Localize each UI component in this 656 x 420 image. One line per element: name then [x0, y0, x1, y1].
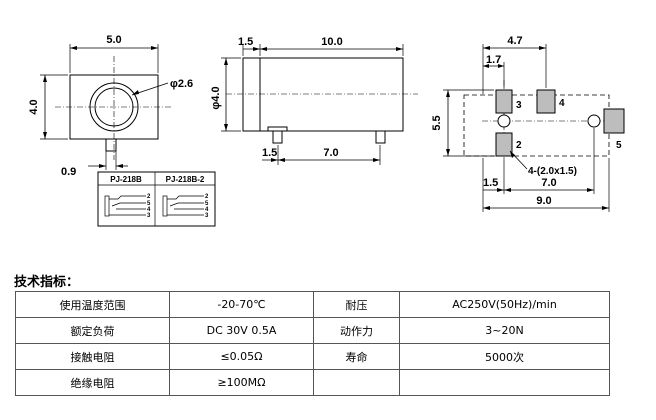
spec-title: 技术指标：: [14, 275, 80, 290]
schematic-1-pin-3: 3: [147, 213, 151, 219]
front-pin-dim: 0.9: [61, 166, 76, 178]
front-height-dim: 4.0: [28, 99, 40, 114]
pcb-dim-1-5: 1.5: [483, 177, 498, 189]
pcb-pad-note: 4-(2.0x1.5): [528, 166, 577, 177]
spec-label: 接触电阻: [15, 343, 170, 370]
pcb-pad-5: [603, 108, 625, 134]
schematic-1-pin-5: 5: [147, 201, 151, 207]
front-view-pin: [105, 138, 117, 152]
spec-value: ≤0.05Ω: [169, 343, 314, 370]
table-row: 绝缘电阻 ≥100MΩ: [15, 369, 610, 396]
schematic-title-2: PJ-218B-2: [166, 175, 205, 184]
schematic-2-pin-3: 3: [205, 213, 209, 219]
schematic-1-pin-2: 2: [147, 194, 151, 200]
side-view-pin-1-base: [267, 126, 288, 132]
spec-label: 使用温度范围: [15, 291, 170, 318]
side-view-body: [259, 57, 404, 132]
pcb-hole-2: [587, 114, 601, 128]
pcb-dim-4-7: 4.7: [507, 35, 522, 47]
side-dia-dim: φ4.0: [210, 86, 222, 109]
pcb-pad-3: [495, 89, 513, 114]
pcb-view: 3 4 2 5 4.7 1.7 5.5 4-(2.0x1.5): [431, 35, 625, 212]
pcb-pad-2: [495, 132, 513, 157]
front-view: 5.0 4.0 φ2.6 0.9: [28, 34, 193, 178]
spec-value: ≥100MΩ: [169, 369, 314, 396]
spec-table: 使用温度范围 -20-70℃ 耐压 AC250V(50Hz)/min 额定负荷 …: [15, 291, 610, 396]
side-head-dim: 1.5: [238, 36, 253, 48]
table-row: 接触电阻 ≤0.05Ω 寿命 5000次: [15, 343, 610, 370]
schematic-2-pin-5: 5: [205, 201, 209, 207]
front-width-dim: 5.0: [106, 34, 121, 46]
spec-value: -20-70℃: [169, 291, 314, 318]
side-view-pin-1: [272, 130, 283, 144]
spec-label: 寿命: [313, 343, 400, 370]
pcb-dim-1-7: 1.7: [486, 54, 501, 66]
spec-value: [399, 369, 610, 396]
spec-value: AC250V(50Hz)/min: [399, 291, 610, 318]
schematic-frame: [97, 171, 216, 227]
table-row: 使用温度范围 -20-70℃ 耐压 AC250V(50Hz)/min: [15, 291, 610, 318]
spec-label: 动作力: [313, 317, 400, 344]
schematic-box: PJ-218B PJ-218B-2 2 5 4 3 2 5 4 3: [97, 171, 216, 227]
pcb-pad-label-5: 5: [616, 140, 622, 151]
pcb-pad-label-2: 2: [516, 140, 522, 151]
technical-drawing: 5.0 4.0 φ2.6 0.9 1.: [28, 34, 625, 227]
spec-value: DC 30V 0.5A: [169, 317, 314, 344]
side-view-head: [242, 57, 261, 132]
spec-label: 耐压: [313, 291, 400, 318]
spec-value: 3~20N: [399, 317, 610, 344]
schematic-1-pin-4: 4: [147, 207, 151, 213]
side-pin-offset-dim: 1.5: [262, 147, 277, 159]
table-row: 额定负荷 DC 30V 0.5A 动作力 3~20N: [15, 317, 610, 344]
schematic-2-pin-2: 2: [205, 194, 209, 200]
spec-label: 额定负荷: [15, 317, 170, 344]
side-length-dim: 10.0: [321, 36, 342, 48]
spec-label: [313, 369, 400, 396]
front-hole-dim: φ2.6: [170, 78, 193, 90]
schematic-title-1: PJ-218B: [110, 175, 142, 184]
side-view: 1.5 10.0 φ4.0 1.5 7.0: [210, 36, 418, 165]
side-pin-spacing-dim: 7.0: [323, 147, 338, 159]
pcb-pad-label-3: 3: [516, 100, 522, 111]
spec-value: 5000次: [399, 343, 610, 370]
spec-label: 绝缘电阻: [15, 369, 170, 396]
pcb-hole-1: [497, 114, 511, 128]
pcb-dim-9-0: 9.0: [536, 195, 551, 207]
pcb-dim-7-0: 7.0: [541, 177, 556, 189]
side-view-pin-2: [375, 130, 386, 144]
pcb-pad-4: [536, 89, 556, 114]
pcb-dim-5-5: 5.5: [431, 115, 443, 130]
schematic-2-pin-4: 4: [205, 207, 209, 213]
pcb-pad-label-4: 4: [559, 98, 565, 109]
